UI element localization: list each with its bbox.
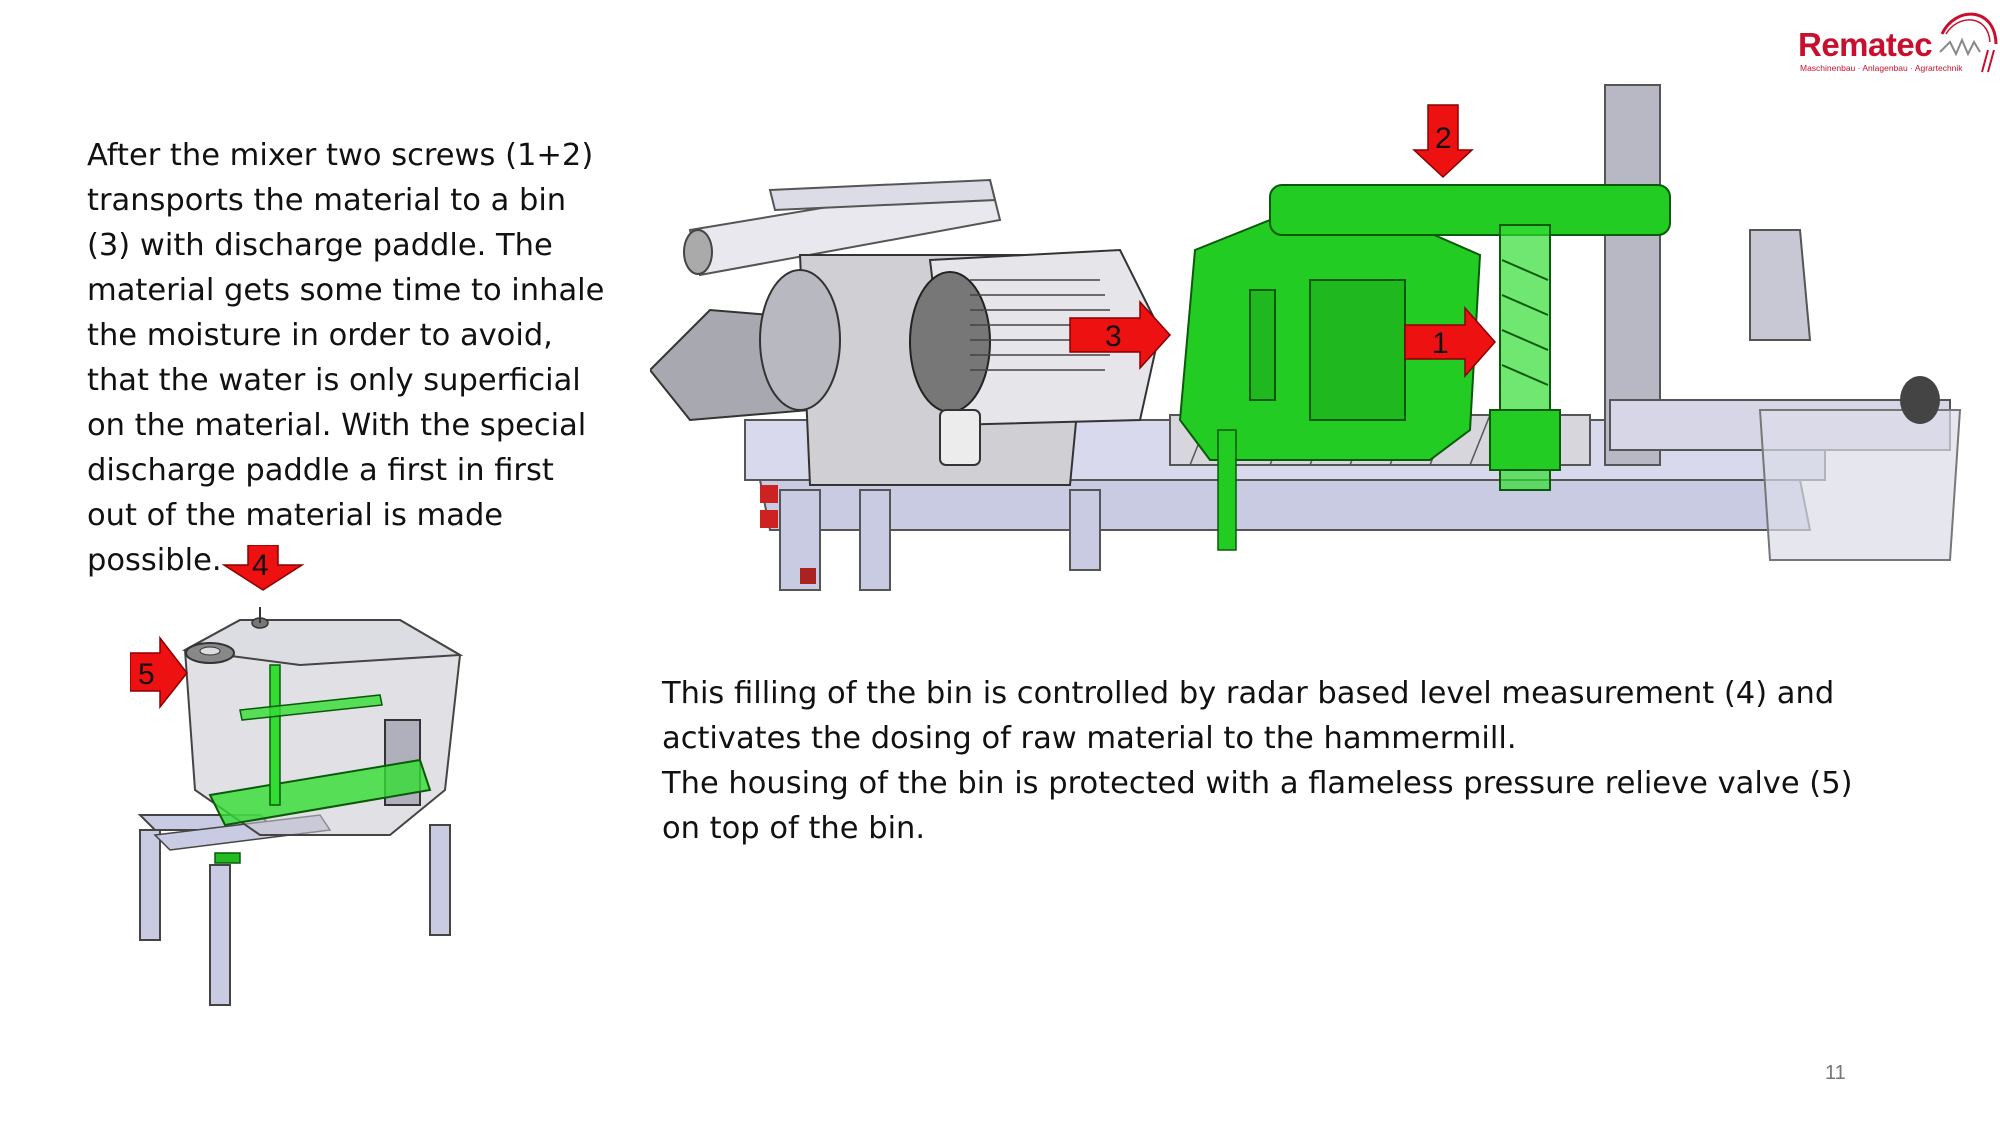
description-pressure-valve: The housing of the bin is protected with… bbox=[662, 766, 1853, 846]
marker-arrow-1: 1 bbox=[1404, 306, 1497, 378]
description-level-measurement: This filling of the bin is controlled by… bbox=[662, 676, 1835, 756]
marker-arrow-2: 2 bbox=[1412, 104, 1474, 179]
marker-arrow-3: 3 bbox=[1069, 300, 1172, 370]
logo-swoosh-icon bbox=[1939, 12, 1998, 73]
description-block: This filling of the bin is controlled by… bbox=[662, 671, 1862, 851]
rematec-logo: Rematec Maschinenbau · Anlagenbau · Agra… bbox=[1790, 4, 2000, 82]
logo-wordmark: Rematec bbox=[1798, 26, 1933, 63]
logo-tagline: Maschinenbau · Anlagenbau · Agrartechnik bbox=[1800, 63, 1963, 73]
marker-label-1: 1 bbox=[1432, 327, 1449, 360]
marker-arrow-4: 4 bbox=[221, 545, 305, 591]
marker-arrow-5: 5 bbox=[130, 635, 188, 710]
marker-label-4: 4 bbox=[252, 549, 269, 582]
marker-label-3: 3 bbox=[1105, 320, 1122, 353]
pellet-plant-machine-illustration: 2 3 1 bbox=[650, 84, 1962, 591]
marker-label-2: 2 bbox=[1435, 122, 1452, 155]
marker-label-5: 5 bbox=[138, 658, 155, 691]
intro-paragraph: After the mixer two screws (1+2) transpo… bbox=[87, 138, 605, 578]
bin-detail-illustration: 4 5 bbox=[130, 545, 464, 1006]
page-number: 11 bbox=[1825, 1062, 1846, 1084]
